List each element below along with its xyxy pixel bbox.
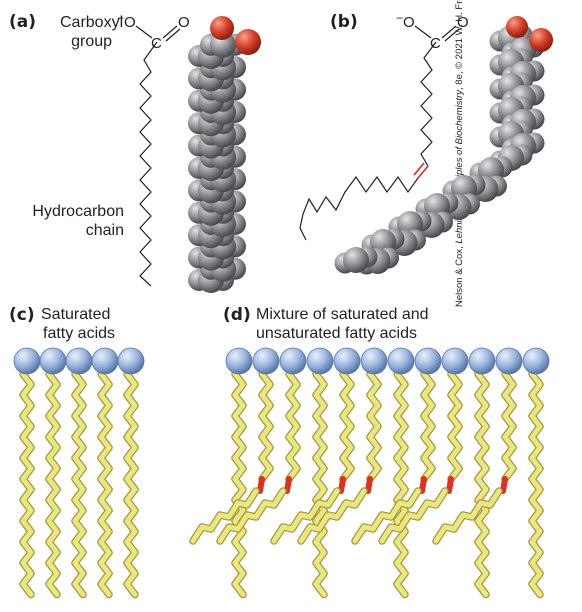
panel-a-oxygen-left: O	[124, 14, 136, 31]
panel-b-carbon-chain-upper	[420, 41, 437, 167]
kink-double-bond	[284, 476, 292, 494]
polar-head-sphere	[306, 347, 334, 375]
kink-double-bond	[446, 476, 454, 494]
polar-head-sphere	[495, 347, 523, 375]
oxygen-atom	[210, 16, 234, 40]
panel-b-carbon-chain-lower	[299, 175, 419, 241]
unsaturated-tail-upper	[286, 371, 300, 482]
polar-head-sphere	[333, 347, 361, 375]
unsaturated-tail-lower	[352, 488, 421, 544]
polar-head-sphere	[225, 347, 253, 375]
unsaturated-tail-upper	[259, 371, 273, 482]
polar-head-sphere	[13, 347, 41, 375]
hydrocarbon-chain-label: Hydrocarbon chain	[26, 202, 124, 240]
oxygen-atom	[506, 16, 528, 38]
panel-c-letter: (c)	[9, 305, 35, 325]
panel-a-skeletal-formula	[135, 25, 181, 287]
carbon-atom	[343, 247, 369, 273]
unsaturated-tail-lower	[379, 488, 448, 544]
panel-c-title-line1: Saturated	[41, 306, 111, 323]
polar-head-sphere	[91, 347, 119, 375]
kink-double-bond	[257, 476, 265, 494]
oxygen-atom	[235, 29, 261, 55]
panel-d-title-line1: Mixture of saturated and	[256, 306, 429, 323]
panel-a-c-o-single	[135, 25, 153, 39]
panel-b-oxygen-right: O	[457, 14, 469, 31]
kink-double-bond	[338, 476, 346, 494]
panel-a-letter: (a)	[9, 12, 37, 32]
panel-a-minus-sign: −	[117, 11, 124, 25]
saturated-tail	[20, 371, 34, 597]
polar-head-sphere	[468, 347, 496, 375]
panel-b-carbon-atom: C	[430, 35, 441, 52]
unsaturated-tail-upper	[502, 371, 516, 482]
panel-d-mixed-membrane	[189, 347, 550, 599]
polar-head-sphere	[117, 347, 145, 375]
panel-b-c-o-single	[414, 25, 432, 39]
kink-double-bond	[500, 476, 508, 494]
saturated-tail	[313, 371, 327, 597]
unsaturated-tail-lower	[190, 488, 259, 544]
panel-c-title: Saturated fatty acids	[41, 305, 115, 343]
panel-b-oxygen-left: O	[403, 14, 415, 31]
panel-a-oxygen-right: O	[178, 14, 190, 31]
polar-head-sphere	[387, 347, 415, 375]
hydrocarbon-label-line2: chain	[85, 222, 124, 239]
panel-a-space-filling-model	[188, 16, 261, 293]
unsaturated-tail-lower	[217, 488, 286, 544]
polar-head-sphere	[360, 347, 388, 375]
polar-head-sphere	[39, 347, 67, 375]
polar-head-sphere	[522, 347, 550, 375]
panel-b-c-o-double2	[444, 28, 460, 42]
unsaturated-tail-upper	[367, 371, 381, 482]
carboxyl-label-line1: Carboxyl	[60, 14, 124, 31]
unsaturated-tail-upper	[340, 371, 354, 482]
saturated-tail	[394, 371, 408, 597]
polar-head-sphere	[252, 347, 280, 375]
carboxyl-group-label: Carboxyl group	[60, 13, 123, 51]
saturated-tail	[98, 371, 112, 597]
saturated-tail	[124, 371, 138, 597]
saturated-tail	[475, 371, 489, 597]
saturated-tail	[72, 371, 86, 597]
panel-b-skeletal-formula	[299, 25, 460, 241]
unsaturated-tail-upper	[421, 371, 435, 482]
panel-a-c-o-double2	[165, 28, 181, 42]
unsaturated-tail-lower	[298, 488, 367, 544]
hydrocarbon-label-line1: Hydrocarbon	[32, 203, 124, 220]
polar-head-sphere	[441, 347, 469, 375]
panel-b-minus-sign: −	[396, 11, 403, 25]
panel-d-title-line2: unsaturated fatty acids	[256, 325, 417, 342]
panel-b-cis-double-bond	[413, 162, 429, 179]
polar-head-sphere	[279, 347, 307, 375]
panel-c-title-line2: fatty acids	[43, 325, 116, 342]
unsaturated-tail-lower	[433, 488, 502, 544]
unsaturated-tail-upper	[448, 371, 462, 482]
polar-head-sphere	[65, 347, 93, 375]
oxygen-atom	[529, 28, 553, 52]
saturated-tail	[232, 371, 246, 597]
saturated-tail	[46, 371, 60, 597]
panel-a-carbon-chain	[139, 41, 158, 287]
panel-b-space-filling-model	[334, 16, 553, 275]
kink-double-bond	[365, 476, 373, 494]
panel-b-c-o-double1	[441, 25, 457, 39]
panel-d-letter: (d)	[223, 305, 251, 325]
unsaturated-tail-lower	[271, 488, 340, 544]
saturated-tail	[529, 371, 543, 597]
panel-b-letter: (b)	[330, 12, 358, 32]
carboxyl-label-line2: group	[71, 33, 113, 50]
panel-c-saturated-membrane	[13, 347, 145, 599]
panel-a-c-o-double1	[162, 25, 178, 39]
polar-head-sphere	[414, 347, 442, 375]
panel-a-carbon-atom: C	[151, 35, 162, 52]
kink-double-bond	[419, 476, 427, 494]
panel-d-title: Mixture of saturated and unsaturated fat…	[256, 305, 429, 343]
